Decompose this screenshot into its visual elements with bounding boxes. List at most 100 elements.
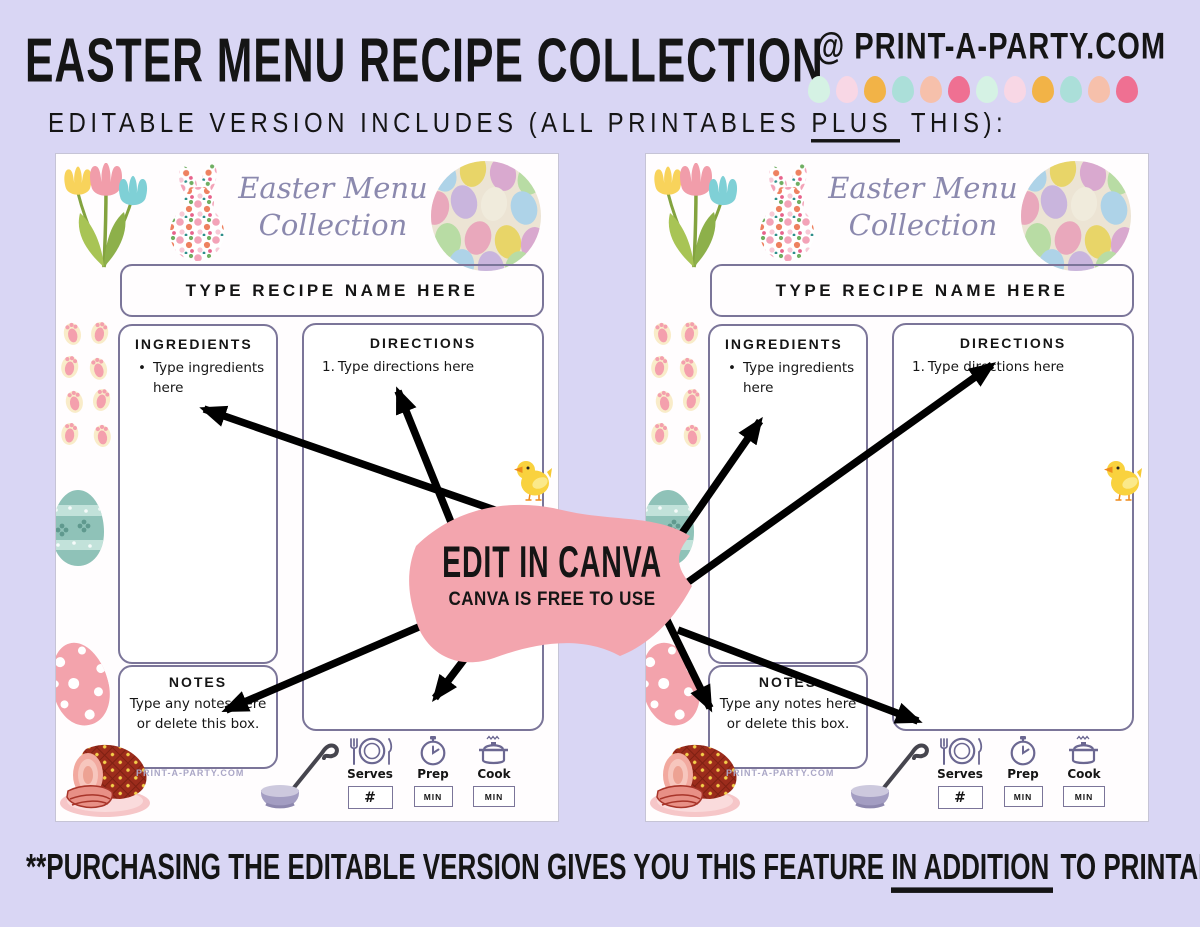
serves-field: Serves # xyxy=(929,737,991,809)
notes-line1: Type any notes here xyxy=(719,696,857,712)
serves-value-box: # xyxy=(937,786,983,809)
polka-egg-illustration xyxy=(56,638,118,732)
arrow-to-right-notes xyxy=(660,612,714,713)
serves-value-box: # xyxy=(347,786,393,809)
notes-line2: or delete this box. xyxy=(136,716,260,733)
watermark: PRINT-A-PARTY.COM xyxy=(136,768,245,778)
arrow-to-right-ingredients xyxy=(658,416,764,565)
recipe-name-placeholder: TYPE RECIPE NAME HERE xyxy=(775,280,1069,300)
easter-egg-dot xyxy=(892,76,914,103)
easter-egg-dot xyxy=(920,76,942,103)
cook-field: Cook MIN xyxy=(465,735,523,807)
arrow-to-left-ingredients xyxy=(199,405,514,520)
bunny-footprints xyxy=(59,320,113,449)
ingredients-box: INGREDIENTS • Type ingredients here xyxy=(118,324,278,664)
directions-placeholder: Type directions here xyxy=(337,359,475,375)
notes-box: NOTES Type any notes here or delete this… xyxy=(708,665,868,769)
recipe-template-preview-right: Easter Menu Collection TYPE RECIPE NAME … xyxy=(645,153,1149,822)
script-title-line2: Collection xyxy=(848,208,998,243)
tulips-illustration xyxy=(64,163,148,268)
timer-icon xyxy=(998,736,1048,766)
arrow-to-right-serves-area xyxy=(676,626,923,725)
site-handle: @ PRINT-A-PARTY.COM xyxy=(815,26,1166,68)
chick-illustration xyxy=(1104,461,1142,501)
easter-egg-dot xyxy=(808,76,830,103)
cook-label: Cook xyxy=(1067,767,1101,781)
directions-heading: DIRECTIONS xyxy=(959,335,1067,351)
arrow-to-left-notes xyxy=(221,588,502,714)
easter-egg-dot xyxy=(948,76,970,103)
arrow-to-left-directions-area xyxy=(431,617,497,702)
cook-value-box: MIN xyxy=(1063,786,1105,807)
serves-label: Serves xyxy=(347,767,393,781)
edit-in-canva-banner: EDIT IN CANVA CANVA IS FREE TO USE xyxy=(402,492,702,674)
script-title-line1: Easter Menu xyxy=(828,171,1018,205)
bunny-footprints xyxy=(649,320,703,449)
easter-egg-dot xyxy=(1116,76,1138,103)
pot-icon xyxy=(465,735,523,766)
notes-heading: NOTES xyxy=(168,674,228,690)
pot-icon xyxy=(1055,735,1113,766)
ingredients-placeholder: Type ingredients here xyxy=(152,360,265,397)
directions-number: 1. xyxy=(322,359,335,375)
page-title: EASTER MENU RECIPE COLLECTION xyxy=(25,26,824,96)
ladle-illustration xyxy=(261,743,339,809)
script-title-line1: Easter Menu xyxy=(238,171,428,205)
ingredients-box: INGREDIENTS • Type ingredients here xyxy=(708,324,868,664)
subtitle: EDITABLE VERSION INCLUDES (ALL PRINTABLE… xyxy=(48,108,1008,143)
easter-egg-dot xyxy=(1032,76,1054,103)
ingredients-heading: INGREDIENTS xyxy=(725,336,843,352)
polka-egg-illustration xyxy=(646,638,708,732)
prep-field: Prep MIN xyxy=(408,736,458,807)
tulips-illustration xyxy=(654,163,738,268)
ham-illustration xyxy=(60,744,150,817)
directions-placeholder: Type directions here xyxy=(927,359,1065,375)
prep-label: Prep xyxy=(417,767,449,781)
easter-egg-dot xyxy=(836,76,858,103)
striped-egg-illustration xyxy=(56,490,104,566)
prep-field: Prep MIN xyxy=(998,736,1048,807)
plate-cutlery-icon xyxy=(339,737,401,766)
directions-heading: DIRECTIONS xyxy=(369,335,477,351)
banner-headline: EDIT IN CANVA xyxy=(442,538,662,588)
directions-box: DIRECTIONS 1.Type directions here xyxy=(892,323,1134,731)
easter-egg-dot xyxy=(1004,76,1026,103)
ingredients-bullet: • xyxy=(138,360,146,376)
easter-egg-dot xyxy=(864,76,886,103)
ingredients-placeholder: Type ingredients here xyxy=(742,360,855,397)
serves-field: Serves # xyxy=(339,737,401,809)
ingredients-heading: INGREDIENTS xyxy=(135,336,253,352)
candy-eggs-photo xyxy=(431,161,541,271)
subtitle-suffix: THIS): xyxy=(900,108,1008,140)
directions-number: 1. xyxy=(912,359,925,375)
card-script-title: Easter Menu Collection xyxy=(234,170,432,244)
ladle-illustration xyxy=(851,743,929,809)
subtitle-underlined: PLUS xyxy=(811,108,901,143)
prep-value-box: MIN xyxy=(1003,786,1043,807)
floral-bunny-illustration xyxy=(170,164,224,261)
directions-box: DIRECTIONS 1.Type directions here xyxy=(302,323,544,731)
watermark: PRINT-A-PARTY.COM xyxy=(726,768,835,778)
striped-egg-illustration xyxy=(646,490,694,566)
plate-cutlery-icon xyxy=(929,737,991,766)
arrow-to-right-directions xyxy=(660,361,997,604)
footer-note: **PURCHASING THE EDITABLE VERSION GIVES … xyxy=(26,846,1200,893)
banner-subline: CANVA IS FREE TO USE xyxy=(448,587,656,610)
cook-value-box: MIN xyxy=(473,786,515,807)
easter-egg-dot xyxy=(976,76,998,103)
ingredients-bullet: • xyxy=(728,360,736,376)
script-title-line2: Collection xyxy=(258,208,408,243)
prep-label: Prep xyxy=(1007,767,1039,781)
recipe-name-field: TYPE RECIPE NAME HERE xyxy=(710,264,1134,317)
footer-underlined: IN ADDITION xyxy=(891,846,1054,893)
easter-egg-dot xyxy=(1060,76,1082,103)
card-script-title: Easter Menu Collection xyxy=(824,170,1022,244)
notes-line2: or delete this box. xyxy=(726,716,850,733)
floral-bunny-illustration xyxy=(760,164,814,261)
cook-label: Cook xyxy=(477,767,511,781)
serves-label: Serves xyxy=(937,767,983,781)
recipe-name-placeholder: TYPE RECIPE NAME HERE xyxy=(185,280,479,300)
subtitle-prefix: EDITABLE VERSION INCLUDES (ALL PRINTABLE… xyxy=(48,108,812,140)
